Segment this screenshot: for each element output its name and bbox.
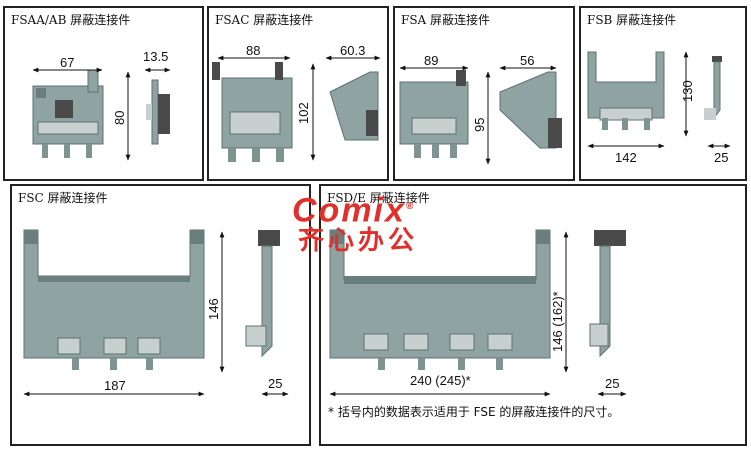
panel-title: FSAC 屏蔽连接件 xyxy=(215,13,314,27)
fsc-dims: 146 187 25 xyxy=(23,231,289,397)
dim-label: 146 xyxy=(206,298,221,320)
panel-title: FSD/E 屏蔽连接件 xyxy=(327,191,430,205)
panel-title: FSC 屏蔽连接件 xyxy=(18,191,108,205)
dim-label: 67 xyxy=(60,55,74,70)
panel-title: FSB 屏蔽连接件 xyxy=(587,13,677,27)
fsd-dims: 146 (162)* 240 (245)* 25 xyxy=(329,231,627,397)
fsaa-side-view xyxy=(146,79,170,145)
fsac-front-view xyxy=(212,62,293,162)
watermark-registered: ® xyxy=(405,201,416,212)
dim-label: 25 xyxy=(714,150,728,165)
dim-label: 130 xyxy=(680,80,695,102)
dim-label: 187 xyxy=(104,378,126,393)
fsb-dims: 130 142 25 xyxy=(587,51,731,165)
dim-label: 25 xyxy=(605,376,619,391)
dim-label: 25 xyxy=(268,376,282,391)
panel-title: FSAA/AB 屏蔽连接件 xyxy=(11,13,131,27)
fsb-front-view xyxy=(587,51,665,130)
dim-label: 240 (245)* xyxy=(410,373,471,388)
fsd-side-view xyxy=(589,230,626,358)
fsa-front-view xyxy=(399,70,469,158)
dim-label: 95 xyxy=(472,118,487,132)
watermark-logo: Comix® 齐心办公 xyxy=(292,190,418,255)
dim-label: 88 xyxy=(246,43,260,58)
fsac-side-view xyxy=(329,71,379,141)
dim-label: 146 (162)* xyxy=(550,291,565,352)
fsa-dims: 89 56 95 xyxy=(399,53,557,165)
fsb-side-view xyxy=(704,56,722,120)
dim-label: 102 xyxy=(296,102,311,124)
dim-label: 89 xyxy=(424,53,438,68)
panel-title: FSA 屏蔽连接件 xyxy=(401,13,491,27)
dim-label: 60.3 xyxy=(340,43,365,58)
dim-label: 142 xyxy=(615,150,637,165)
dim-label: 80 xyxy=(112,111,127,125)
fsaa-front-view xyxy=(32,69,104,158)
watermark-tagline: 齐心办公 xyxy=(298,226,419,257)
dim-label: 13.5 xyxy=(143,49,168,64)
fsc-front-view xyxy=(23,229,205,370)
watermark-brand: Comix xyxy=(292,191,406,230)
footnote: * 括号内的数据表示适用于 FSE 的屏蔽连接件的尺寸。 xyxy=(328,405,620,419)
fsaa-dims: 67 13.5 80 xyxy=(32,49,171,161)
fsd-front-view xyxy=(329,229,551,370)
fsac-dims: 88 60.3 102 xyxy=(217,43,381,161)
fsa-side-view xyxy=(499,71,562,149)
dim-label: 56 xyxy=(520,53,534,68)
fsc-side-view xyxy=(245,230,280,358)
